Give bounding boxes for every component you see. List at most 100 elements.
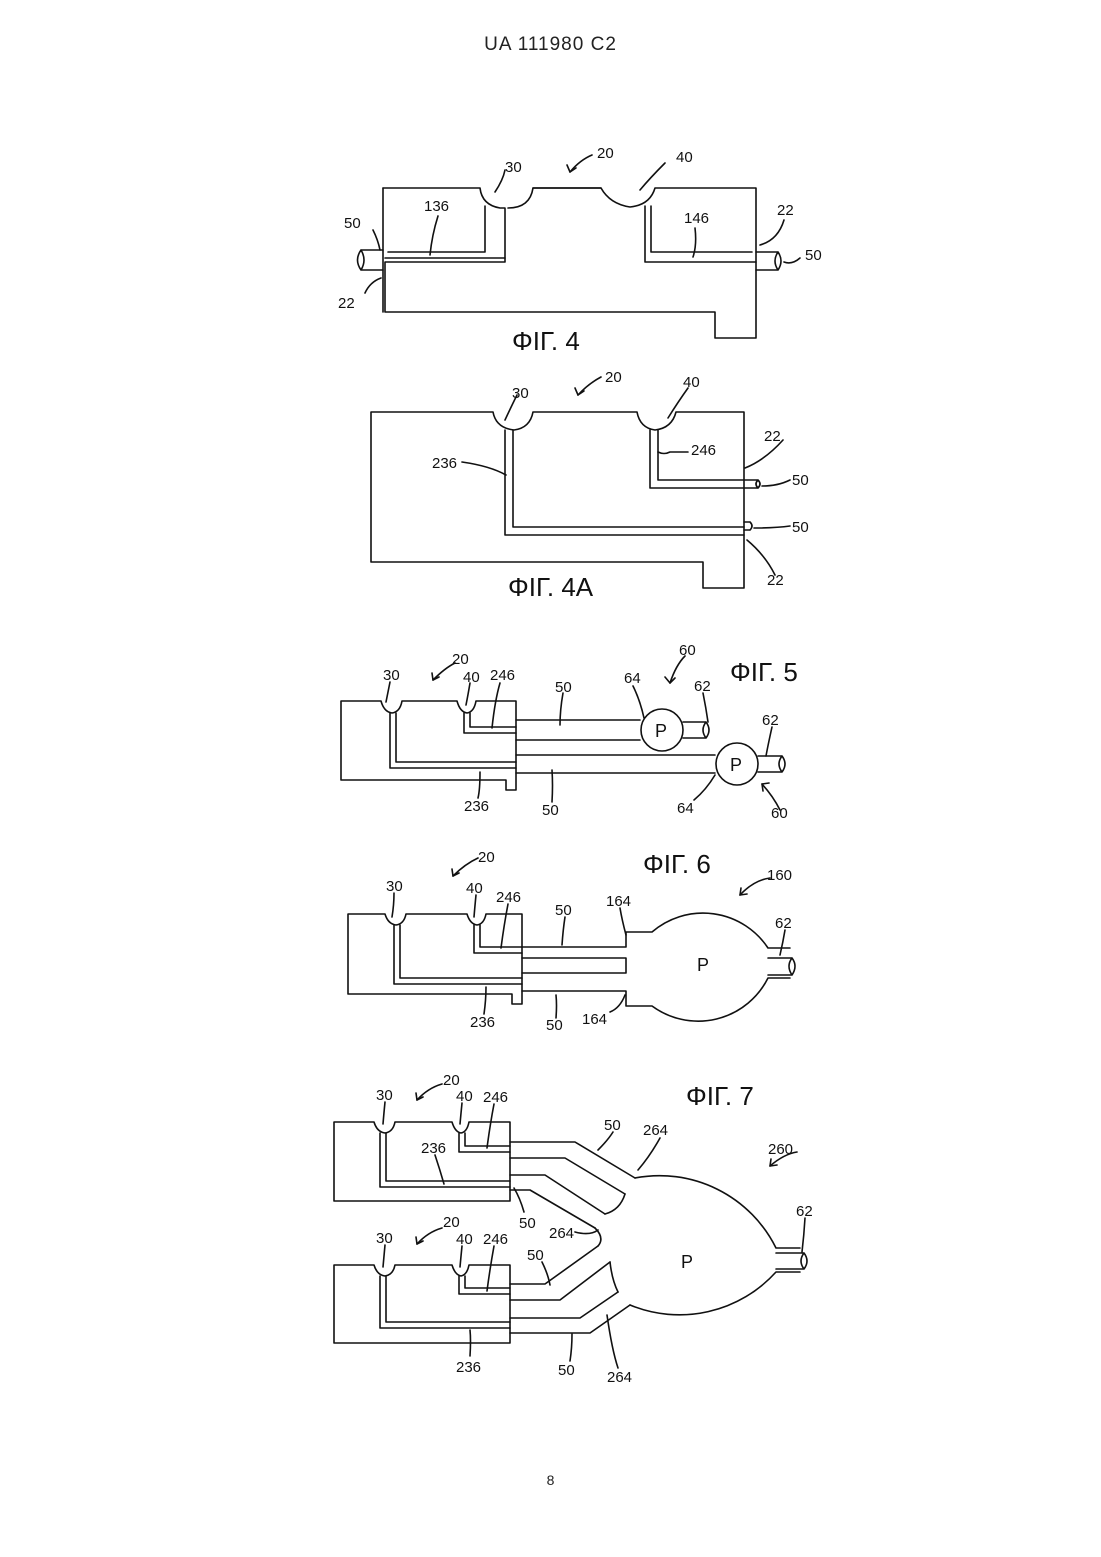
fig6-label-62: 62: [775, 915, 792, 932]
fig6-label-50-upper: 50: [555, 902, 572, 919]
fig7-pump-260: [595, 1176, 800, 1315]
fig6-label-160: 160: [767, 867, 792, 884]
fig5-label-246: 246: [490, 667, 515, 684]
fig5-label-50-upper: 50: [555, 679, 572, 696]
fig7-lower-manifold: [334, 1265, 510, 1343]
fig5-manifold-body: [341, 701, 516, 790]
fig4-label-22-right: 22: [777, 202, 794, 219]
fig7-label-40-lower: 40: [456, 1231, 473, 1248]
fig4-label-22-left: 22: [338, 295, 355, 312]
fig5-outlet-upper: [683, 722, 709, 738]
fig5-label-64-upper: 64: [624, 670, 641, 687]
fig5-pump-lower-label: P: [730, 755, 742, 775]
fig5-label-30: 30: [383, 667, 400, 684]
fig4a-label-50-lower: 50: [792, 519, 809, 536]
fig7-label-20-lower: 20: [443, 1214, 460, 1231]
fig5-label-236: 236: [464, 798, 489, 815]
fig7-label-236-upper: 236: [421, 1140, 446, 1157]
fig4a-label-236: 236: [432, 455, 457, 472]
fig7-label-40-upper: 40: [456, 1088, 473, 1105]
fig7-label-50-d: 50: [558, 1362, 575, 1379]
figure-7: 20 30 40 246 236 50 264 260 62 50 264 50…: [334, 1072, 813, 1386]
fig7-label-30-lower: 30: [376, 1230, 393, 1247]
fig6-channel-246: [474, 925, 522, 953]
fig7-label-236-lower: 236: [456, 1359, 481, 1376]
fig6-label-164-lower: 164: [582, 1011, 607, 1028]
fig7-label-264-a: 264: [643, 1122, 668, 1139]
fig5-leader-lines: [386, 656, 780, 810]
figure-4a: 20 30 40 246 236 22 22 50 50 ΦІГ. 4А: [371, 369, 809, 602]
fig4a-label-40: 40: [683, 374, 700, 391]
fig7-pump-label: P: [681, 1252, 693, 1272]
fig4a-leader-lines: [462, 377, 790, 575]
fig4a-tube-upper: [744, 480, 760, 488]
fig4a-label-22-lower: 22: [767, 572, 784, 589]
fig4a-tube-lower: [744, 522, 752, 530]
fig4-caption: ΦІГ. 4: [512, 326, 580, 356]
fig4-label-50-left: 50: [344, 215, 361, 232]
fig5-label-62-lower: 62: [762, 712, 779, 729]
fig7-outlet: [776, 1253, 807, 1269]
fig4a-label-22-upper: 22: [764, 428, 781, 445]
figure-5: 20 30 40 246 50 64 60 62 62 236 50 64 60…: [341, 642, 798, 822]
fig7-label-20-upper: 20: [443, 1072, 460, 1089]
fig7-label-260: 260: [768, 1141, 793, 1158]
fig4a-caption: ΦІГ. 4А: [508, 572, 594, 602]
fig5-label-64-lower: 64: [677, 800, 694, 817]
fig5-label-60-lower: 60: [771, 805, 788, 822]
figure-4: 20 30 40 136 146 50 50 22 22 ΦІГ. 4: [338, 145, 822, 356]
fig4a-label-50-upper: 50: [792, 472, 809, 489]
fig5-caption: ΦІГ. 5: [730, 657, 798, 687]
fig4-leader-lines: [365, 155, 800, 293]
fig5-label-50-lower: 50: [542, 802, 559, 819]
fig7-label-50-a: 50: [604, 1117, 621, 1134]
fig6-caption: ΦІГ. 6: [643, 849, 711, 879]
fig6-manifold-body: [348, 914, 522, 1004]
fig6-label-40: 40: [466, 880, 483, 897]
fig4a-manifold-body: [371, 412, 744, 588]
fig4-label-40: 40: [676, 149, 693, 166]
fig5-channel-236: [390, 713, 516, 768]
fig4a-label-30: 30: [512, 385, 529, 402]
fig5-label-62-upper: 62: [694, 678, 711, 695]
fig5-label-20: 20: [452, 651, 469, 668]
fig7-label-50-c: 50: [527, 1247, 544, 1264]
fig6-pump-160: [522, 913, 790, 1021]
fig4a-arrowhead: [575, 388, 584, 395]
fig6-label-20: 20: [478, 849, 495, 866]
fig7-lower-channels: [380, 1276, 510, 1328]
fig6-label-30: 30: [386, 878, 403, 895]
fig4a-label-20: 20: [605, 369, 622, 386]
figure-6: 20 30 40 246 50 164 160 62 236 50 164 P …: [348, 849, 795, 1034]
fig4-label-146: 146: [684, 210, 709, 227]
fig4-label-20: 20: [597, 145, 614, 162]
fig5-label-60-upper: 60: [679, 642, 696, 659]
fig6-label-246: 246: [496, 889, 521, 906]
fig6-outlet: [768, 958, 795, 975]
fig7-caption: ΦІГ. 7: [686, 1081, 754, 1111]
fig4-label-30: 30: [505, 159, 522, 176]
fig7-label-30-upper: 30: [376, 1087, 393, 1104]
page-number: 8: [0, 1472, 1101, 1488]
fig7-upper-manifold: [334, 1122, 510, 1201]
fig7-arrowheads: [416, 1093, 777, 1244]
fig7-label-246-upper: 246: [483, 1089, 508, 1106]
fig5-tube-lower: [516, 755, 715, 773]
fig6-label-164-upper: 164: [606, 893, 631, 910]
fig4-label-50-right: 50: [805, 247, 822, 264]
fig4a-label-246: 246: [691, 442, 716, 459]
fig7-label-246-lower: 246: [483, 1231, 508, 1248]
fig6-label-236: 236: [470, 1014, 495, 1031]
fig4-outline-fix: [383, 188, 601, 312]
fig5-tube-upper: [516, 720, 640, 740]
fig6-pump-label: P: [697, 955, 709, 975]
fig5-pump-upper-label: P: [655, 721, 667, 741]
fig4-left-tube: [358, 250, 384, 270]
fig4a-channel-246: [650, 430, 744, 488]
fig4-label-136: 136: [424, 198, 449, 215]
fig7-label-50-b: 50: [519, 1215, 536, 1232]
fig6-label-50-lower: 50: [546, 1017, 563, 1034]
fig7-label-264-b: 264: [549, 1225, 574, 1242]
fig5-outlet-lower: [758, 756, 785, 772]
